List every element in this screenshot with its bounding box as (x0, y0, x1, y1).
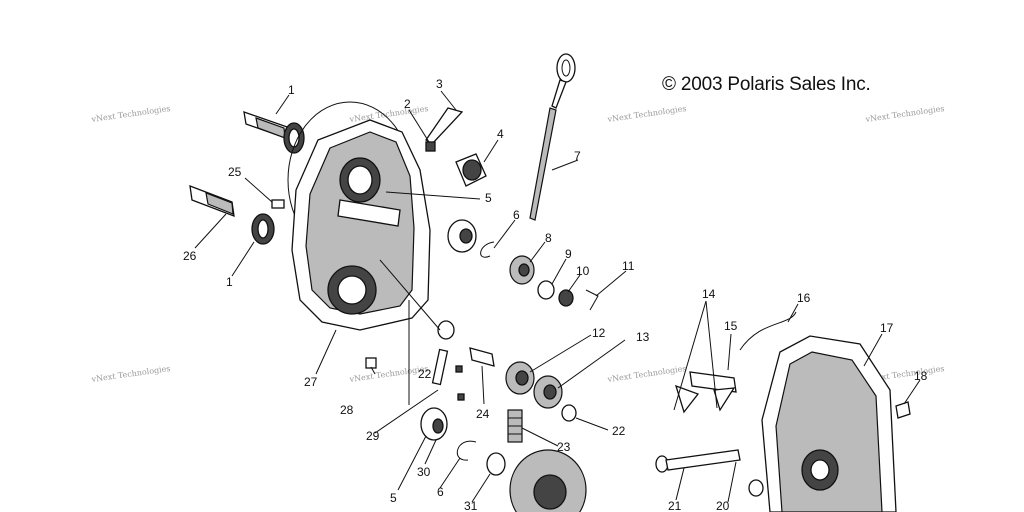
callout-13: 13 (636, 330, 650, 344)
callout-9: 9 (565, 247, 572, 261)
callout-22-right: 22 (612, 424, 626, 438)
callout-27: 27 (304, 375, 318, 389)
part-fastener-b (457, 393, 465, 401)
callout-4: 4 (497, 127, 504, 141)
callout-20: 20 (716, 499, 730, 512)
part-sprocket-large (509, 449, 587, 512)
callout-11: 11 (622, 259, 635, 273)
part-shaft-24 (469, 347, 495, 367)
callout-15: 15 (724, 319, 738, 333)
watermark-1: vNext Technologies (90, 104, 171, 124)
part-gear-8 (509, 255, 535, 285)
callout-16: 16 (797, 291, 811, 305)
callout-6-lower: 6 (437, 485, 444, 499)
part-washer-20 (748, 479, 764, 497)
copyright-notice: © 2003 Polaris Sales Inc. (662, 74, 871, 95)
callout-5-upper: 5 (485, 191, 492, 205)
part-bolt-3 (425, 107, 464, 145)
callout-28: 28 (340, 403, 354, 417)
callout-12: 12 (592, 326, 606, 340)
part-chain-23 (507, 409, 523, 443)
part-cover-17 (761, 335, 897, 512)
callout-22-left: 22 (418, 367, 432, 381)
part-2 (425, 141, 436, 152)
part-bearing-5-lower (420, 407, 448, 441)
callout-26: 26 (183, 249, 197, 263)
part-washer-9 (537, 280, 555, 300)
watermark-2: vNext Technologies (348, 104, 429, 124)
callout-1-upper: 1 (288, 83, 295, 97)
part-mount-4 (455, 153, 487, 187)
callout-31: 31 (464, 499, 478, 512)
part-gasket-16 (739, 311, 797, 351)
callout-18: 18 (914, 369, 928, 383)
callout-5-lower: 5 (390, 491, 397, 505)
callout-23: 23 (557, 440, 571, 454)
callout-21: 21 (668, 499, 682, 512)
callout-29: 29 (366, 429, 380, 443)
callout-14: 14 (702, 287, 716, 301)
part-bolt-18 (895, 401, 911, 419)
part-bracket-22 (431, 348, 449, 386)
part-shaft-lower (189, 184, 275, 245)
part-washer-22-a (437, 320, 455, 340)
callout-6-upper: 6 (513, 208, 520, 222)
part-gear-13 (533, 375, 563, 409)
watermark-6: vNext Technologies (348, 364, 429, 384)
part-bolt-28 (365, 357, 377, 369)
leader-lines (194, 90, 921, 503)
callout-7: 7 (574, 149, 581, 163)
callout-8: 8 (545, 231, 552, 245)
part-snap-ring-6-lower (456, 440, 477, 461)
part-snap-ring-6-upper (480, 241, 495, 258)
part-pin-11 (585, 289, 599, 311)
callout-3: 3 (436, 77, 443, 91)
part-pin-25 (271, 199, 285, 209)
callout-30: 30 (417, 465, 431, 479)
part-washer-31 (486, 452, 506, 476)
part-dipstick-7 (529, 53, 576, 221)
part-washer-22-b (561, 404, 577, 422)
part-gear-12 (505, 361, 535, 395)
callout-10: 10 (576, 264, 590, 278)
watermark-7: vNext Technologies (606, 364, 687, 384)
callout-17: 17 (880, 321, 894, 335)
callout-2: 2 (404, 97, 411, 111)
part-gear-case (287, 101, 431, 331)
callout-24: 24 (476, 407, 490, 421)
part-shift-fork-15 (674, 371, 737, 414)
part-shift-rail-21 (655, 449, 741, 473)
watermark-3: vNext Technologies (606, 104, 687, 124)
part-nut-10 (558, 289, 574, 307)
watermark-4: vNext Technologies (864, 104, 945, 124)
part-callouts: 1 2 3 4 5 6 7 8 9 10 11 25 26 1 27 28 29… (183, 77, 928, 512)
watermark-5: vNext Technologies (90, 364, 171, 384)
callout-25: 25 (228, 165, 242, 179)
part-fastener-a (455, 365, 463, 373)
part-bearing-5-upper (447, 219, 477, 253)
callout-1-lower: 1 (226, 275, 233, 289)
part-shaft-upper (243, 111, 305, 154)
